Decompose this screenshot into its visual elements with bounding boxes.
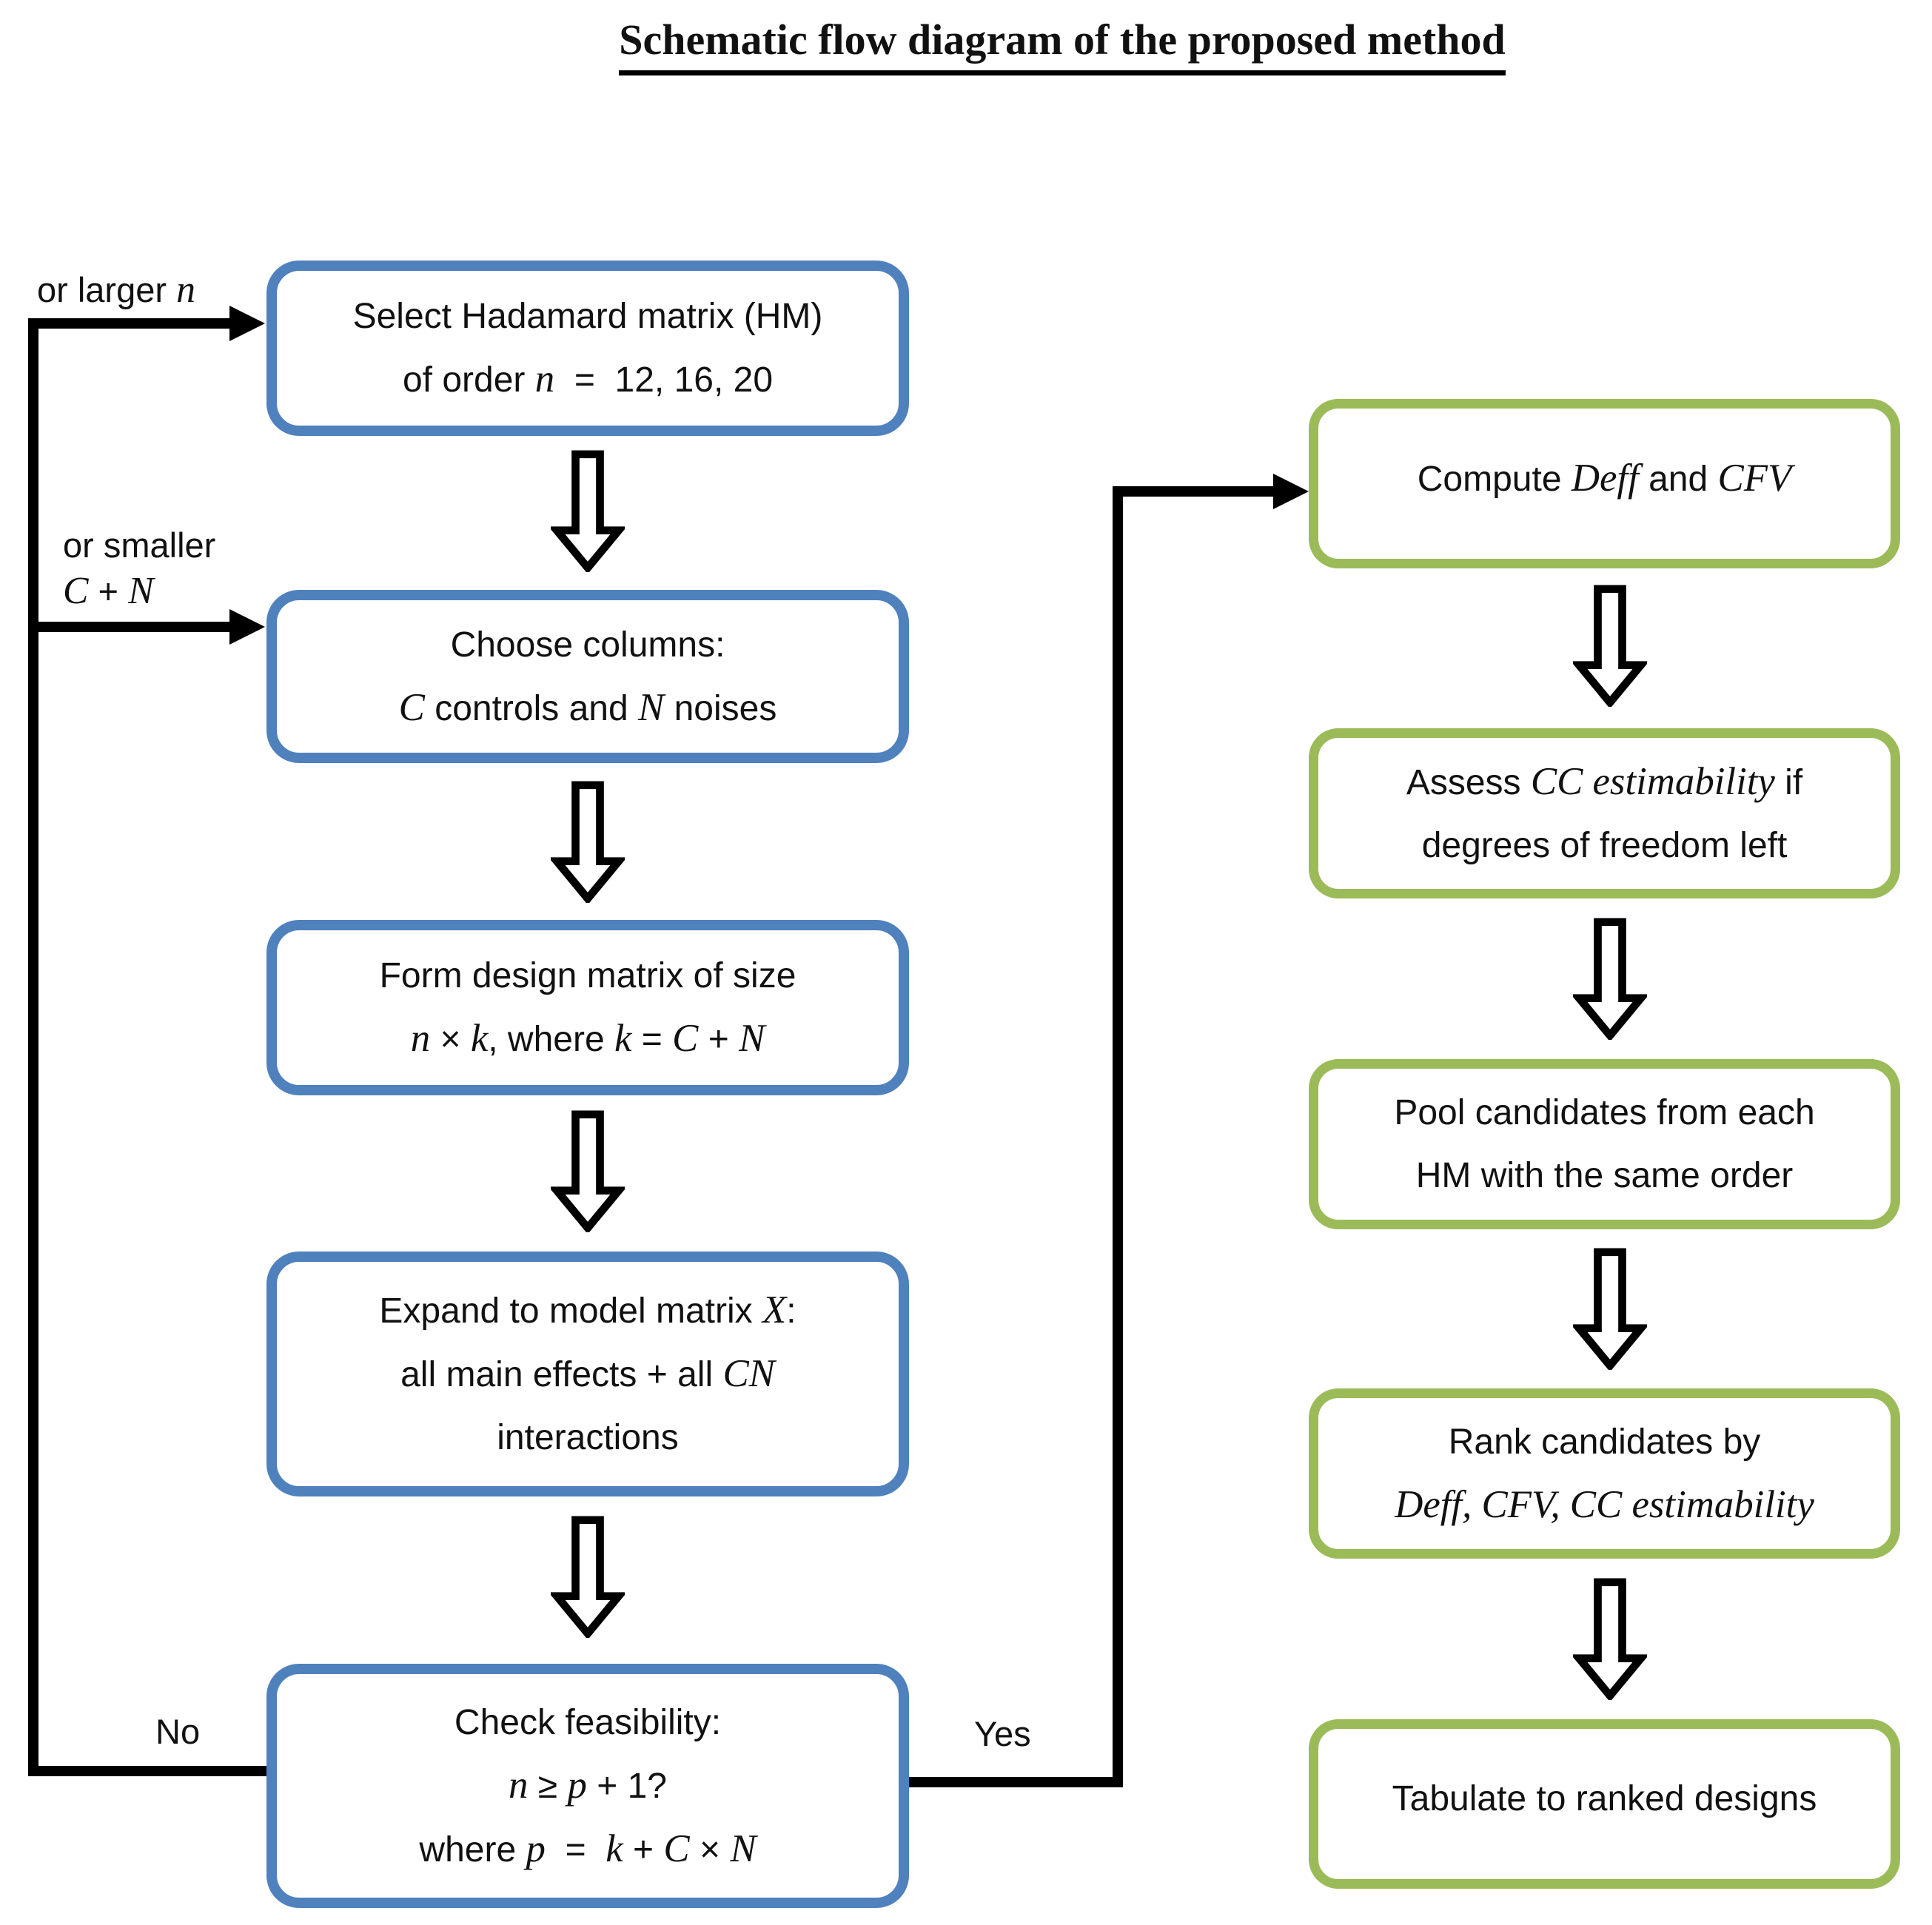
flow-box-assess-cc-estimability: Assess CC estimability if degrees of fre…: [1309, 728, 1900, 898]
flow-box-expand-model-matrix: Expand to model matrix X: all main effec…: [266, 1252, 909, 1496]
down-arrow-icon: [551, 450, 625, 572]
flow-box-check-feasibility: Check feasibility: n ≥ p + 1? where p = …: [266, 1664, 909, 1908]
down-arrow-icon: [551, 1110, 625, 1232]
down-arrow-icon: [1573, 1248, 1647, 1370]
down-arrow-icon: [1573, 1578, 1647, 1700]
box-text-line: Form design matrix of size: [379, 956, 796, 995]
flow-box-choose-columns: Choose columns: C controls and N noises: [266, 590, 909, 763]
flow-box-tabulate-designs: Tabulate to ranked designs: [1309, 1719, 1900, 1889]
box-text-line: Deff, CFV, CC estimability: [1395, 1482, 1814, 1526]
box-text-line: Tabulate to ranked designs: [1392, 1779, 1817, 1818]
box-text-line: where p = k + C × N: [419, 1827, 757, 1870]
box-text-line: C controls and N noises: [398, 685, 777, 729]
box-text-line: n × k, where k = C + N: [410, 1017, 765, 1060]
flow-box-form-design-matrix: Form design matrix of size n × k, where …: [266, 920, 909, 1095]
flow-box-rank-candidates: Rank candidates by Deff, CFV, CC estimab…: [1309, 1388, 1900, 1559]
flow-box-pool-candidates: Pool candidates from each HM with the sa…: [1309, 1059, 1900, 1229]
arrowhead-or-larger: [229, 306, 265, 341]
yes-path-line: [909, 486, 1275, 1787]
edge-label-line: or smaller: [63, 525, 216, 565]
box-text-line: of order n = 12, 16, 20: [402, 357, 774, 400]
down-arrow-icon: [551, 1516, 625, 1638]
box-text-line: degrees of freedom left: [1421, 825, 1788, 865]
box-text-line: Expand to model matrix X:: [379, 1289, 796, 1331]
box-text-line: Compute Deff and CFV: [1417, 457, 1792, 500]
box-text-line: Rank candidates by: [1448, 1422, 1761, 1462]
down-arrow-icon: [1573, 918, 1647, 1040]
box-text-line: all main effects + all CN: [400, 1352, 775, 1395]
edge-label-or-larger-n: or larger n: [37, 269, 195, 311]
down-arrow-icon: [1573, 585, 1647, 707]
arrowhead-or-smaller: [229, 609, 265, 645]
box-text-line: Check feasibility:: [454, 1702, 722, 1742]
flow-box-select-hadamard-matrix: Select Hadamard matrix (HM) of order n =…: [266, 261, 909, 436]
box-text-line: Assess CC estimability if: [1406, 759, 1803, 803]
edge-label-yes: Yes: [974, 1714, 1031, 1753]
edge-label-or-smaller-cn: or smaller C + N: [63, 523, 215, 614]
box-text-line: Select Hadamard matrix (HM): [352, 297, 823, 336]
box-text-line: Pool candidates from each: [1394, 1093, 1815, 1132]
box-text-line: interactions: [497, 1418, 679, 1457]
arrowhead-yes: [1273, 474, 1309, 509]
down-arrow-icon: [551, 781, 625, 903]
edge-label-line: C + N: [63, 570, 154, 612]
box-text-line: Choose columns:: [450, 625, 725, 665]
box-text-line: HM with the same order: [1415, 1156, 1794, 1195]
box-text-line: n ≥ p + 1?: [509, 1763, 667, 1807]
page-title: Schematic flow diagram of the proposed m…: [192, 15, 1932, 75]
edge-label-no: No: [155, 1712, 201, 1751]
no-path-line: [28, 318, 266, 1776]
flow-box-compute-deff-cfv: Compute Deff and CFV: [1309, 399, 1900, 568]
